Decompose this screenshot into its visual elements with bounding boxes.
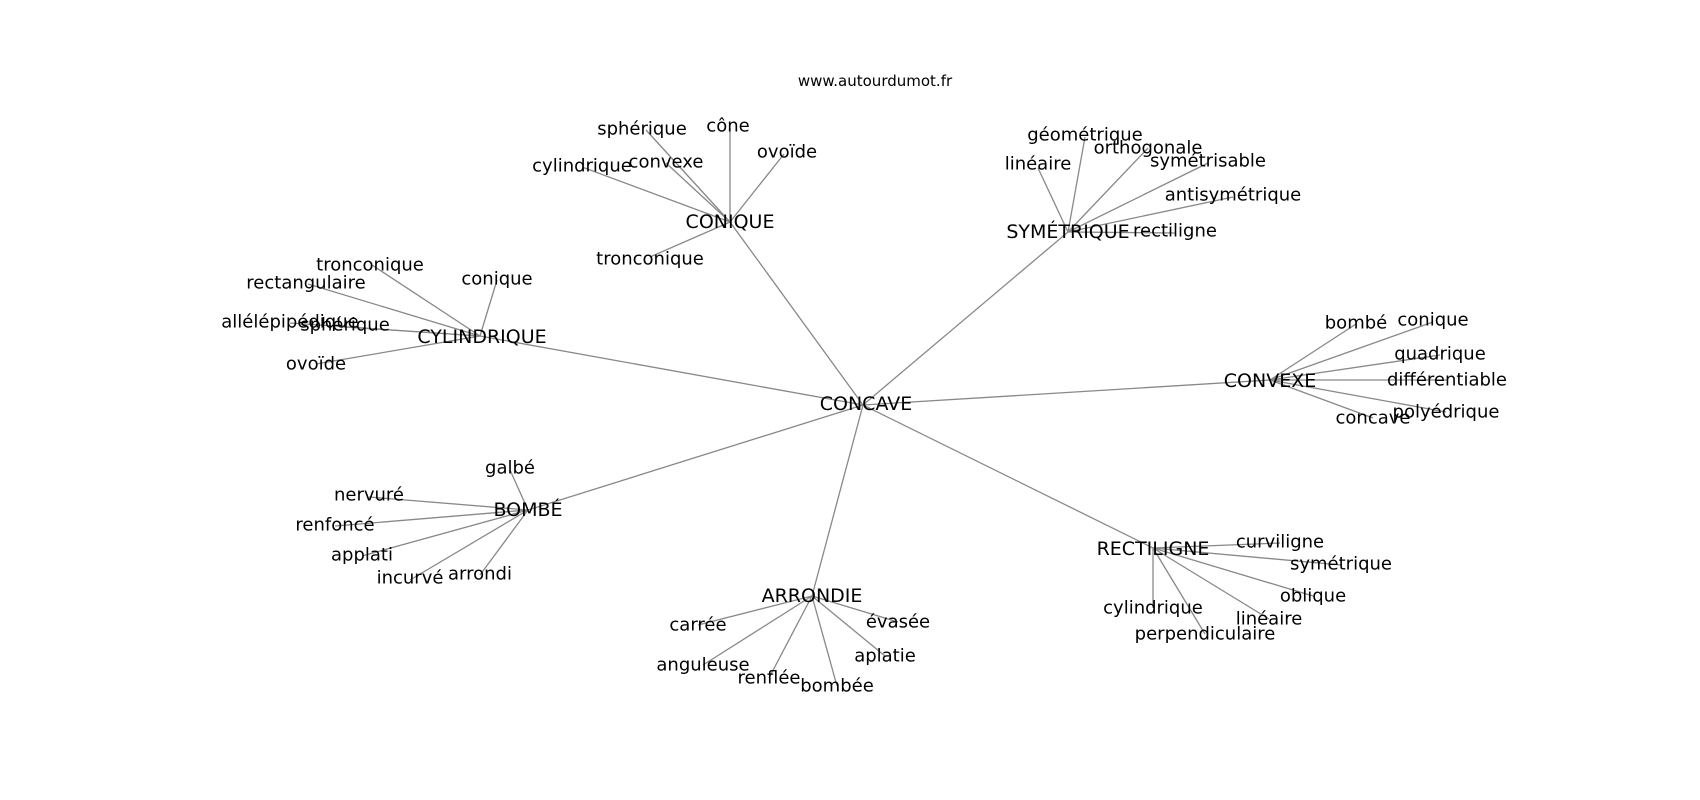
- edge-concave-conique: [729, 221, 864, 406]
- edge-rectiligne-lineaire: [1152, 547, 1270, 620]
- leaf-node-conique-cylindrique[interactable]: cylindrique: [532, 156, 632, 177]
- leaf-node-symetrique-orthogonale[interactable]: orthogonale: [1094, 138, 1203, 159]
- edge-concave-arrondie: [811, 404, 864, 597]
- leaf-node-arrondie-bombee[interactable]: bombée: [800, 676, 874, 697]
- leaf-node-bombe-arrondi[interactable]: arrondi: [448, 564, 512, 585]
- edge-symetrique-lineaire: [1037, 167, 1069, 233]
- leaf-node-arrondie-carree[interactable]: carrée: [669, 615, 726, 636]
- leaf-node-conique-tronconique[interactable]: tronconique: [596, 249, 704, 270]
- edge-convexe-polyedrique: [1269, 379, 1447, 413]
- edge-arrondie-aplatie: [811, 595, 886, 657]
- edge-cylindrique-spherique: [344, 326, 481, 337]
- edge-arrondie-renflee: [768, 595, 813, 679]
- center-node-label[interactable]: CONCAVE: [820, 393, 913, 415]
- leaf-node-cylindrique-tronconique[interactable]: tronconique: [316, 255, 424, 276]
- leaf-node-rectiligne-curviligne[interactable]: curviligne: [1236, 532, 1324, 553]
- hub-node-symetrique[interactable]: SYMÉTRIQUE: [1006, 220, 1129, 243]
- leaf-node-symetrique-rectiligne[interactable]: rectiligne: [1133, 221, 1217, 242]
- leaf-node-symetrique-lineaire[interactable]: linéaire: [1005, 154, 1072, 175]
- leaf-node-bombe-applati[interactable]: applati: [331, 545, 393, 566]
- leaf-node-conique-cone[interactable]: cône: [706, 116, 749, 137]
- edge-arrondie-anguleuse: [702, 595, 813, 666]
- leaf-node-convexe-quadrique[interactable]: quadrique: [1394, 344, 1486, 365]
- edge-cylindrique-rectangulaire: [307, 283, 481, 337]
- leaf-node-cylindrique-spherique[interactable]: sphérique: [300, 315, 390, 336]
- edge-bombe-applati: [361, 509, 529, 557]
- edge-bombe-nervure: [368, 496, 529, 511]
- leaf-node-symetrique-antisymetrique[interactable]: antisymétrique: [1165, 185, 1302, 206]
- edge-symetrique-geometrique: [1067, 136, 1086, 233]
- edge-concave-cylindrique: [479, 335, 864, 406]
- edge-bombe-incurve: [409, 509, 529, 581]
- leaf-node-conique-spherique[interactable]: sphérique: [597, 119, 687, 140]
- leaf-node-conique-ovoide[interactable]: ovoïde: [757, 142, 817, 163]
- edge-arrondie-carree: [697, 595, 813, 626]
- leaf-node-cylindrique-allelepipedique[interactable]: allélépipédique: [221, 312, 358, 333]
- leaf-node-conique-convexe[interactable]: convexe: [629, 152, 704, 173]
- edge-rectiligne-oblique: [1152, 547, 1314, 597]
- edge-conique-cylindrique: [581, 166, 731, 223]
- leaf-node-convexe-concave[interactable]: concave: [1336, 408, 1411, 429]
- leaf-node-cylindrique-rectangulaire[interactable]: rectangulaire: [246, 273, 365, 294]
- edge-cylindrique-tronconique: [371, 264, 481, 337]
- edge-concave-rectiligne: [862, 404, 1154, 549]
- edge-convexe-quadrique: [1269, 354, 1441, 381]
- edge-arrondie-bombee: [811, 595, 838, 687]
- leaf-node-convexe-conique[interactable]: conique: [1397, 310, 1468, 331]
- edge-layer: [289, 128, 1447, 687]
- edge-conique-tronconique: [649, 221, 731, 258]
- leaf-node-cylindrique-ovoide[interactable]: ovoïde: [286, 354, 346, 375]
- leaf-node-symetrique-geometrique[interactable]: géométrique: [1027, 125, 1143, 146]
- leaf-node-convexe-differentiable[interactable]: différentiable: [1387, 370, 1507, 391]
- label-layer: CONCAVE CONIQUE sphérique cône ovoïde cylindr…: [221, 116, 1507, 697]
- leaf-node-rectiligne-symetrique[interactable]: symétrique: [1290, 554, 1392, 575]
- edge-bombe-renfonce: [334, 509, 529, 527]
- edge-conique-spherique: [645, 129, 731, 223]
- leaf-node-bombe-galbe[interactable]: galbé: [485, 458, 535, 479]
- leaf-node-rectiligne-perpendiculaire[interactable]: perpendiculaire: [1135, 624, 1276, 645]
- leaf-node-arrondie-renflee[interactable]: renflée: [738, 668, 801, 689]
- leaf-node-bombe-incurve[interactable]: incurvé: [377, 568, 444, 589]
- edge-rectiligne-symetrique: [1152, 547, 1342, 566]
- hub-node-cylindrique[interactable]: CYLINDRIQUE: [417, 326, 546, 348]
- edge-concave-symetrique: [862, 231, 1069, 406]
- leaf-node-convexe-polyedrique[interactable]: polyédrique: [1393, 402, 1500, 423]
- edge-conique-ovoide: [729, 153, 785, 223]
- edge-convexe-conique: [1269, 321, 1434, 381]
- edge-arrondie-evasee: [811, 595, 899, 623]
- edge-symetrique-antisymetrique: [1067, 196, 1234, 233]
- leaf-node-cylindrique-conique[interactable]: conique: [461, 269, 532, 290]
- hub-node-rectiligne[interactable]: RECTILIGNE: [1097, 538, 1210, 560]
- edge-cylindrique-conique: [479, 279, 498, 337]
- edge-symetrique-orthogonale: [1067, 147, 1149, 233]
- edge-symetrique-symetrisable: [1067, 162, 1209, 233]
- edge-cylindrique-ovoide: [315, 335, 481, 365]
- edge-concave-bombe: [527, 404, 864, 511]
- edge-conique-convexe: [665, 162, 731, 223]
- leaf-node-rectiligne-oblique[interactable]: oblique: [1280, 586, 1346, 607]
- leaf-node-arrondie-aplatie[interactable]: aplatie: [854, 646, 916, 667]
- leaf-node-rectiligne-lineaire[interactable]: linéaire: [1236, 609, 1303, 630]
- leaf-node-bombe-renfonce[interactable]: renfoncé: [295, 515, 374, 536]
- leaf-node-symetrique-symetrisable[interactable]: symétrisable: [1150, 151, 1266, 172]
- leaf-node-arrondie-evasee[interactable]: évasée: [866, 612, 930, 633]
- hub-node-arrondie[interactable]: ARRONDIE: [762, 585, 863, 607]
- edge-bombe-arrondi: [479, 509, 529, 576]
- hub-node-conique[interactable]: CONIQUE: [686, 211, 775, 233]
- hub-node-bombe[interactable]: BOMBÉ: [493, 498, 562, 521]
- leaf-node-rectiligne-cylindrique[interactable]: cylindrique: [1103, 598, 1203, 619]
- edge-convexe-concave: [1269, 379, 1374, 419]
- edge-rectiligne-perpendiculaire: [1152, 547, 1206, 635]
- hub-node-convexe[interactable]: CONVEXE: [1224, 370, 1316, 392]
- edge-convexe-bombe: [1269, 323, 1357, 381]
- leaf-node-arrondie-anguleuse[interactable]: anguleuse: [656, 655, 749, 676]
- edge-concave-convexe: [862, 379, 1271, 406]
- edge-symetrique-rectiligne: [1067, 231, 1176, 234]
- leaf-node-convexe-bombe[interactable]: bombé: [1325, 313, 1387, 334]
- edge-rectiligne-curviligne: [1152, 542, 1281, 549]
- leaf-node-bombe-nervure[interactable]: nervuré: [334, 485, 404, 506]
- edge-bombe-galbe: [509, 469, 529, 511]
- source-url: www.autourdumot.fr: [797, 72, 953, 90]
